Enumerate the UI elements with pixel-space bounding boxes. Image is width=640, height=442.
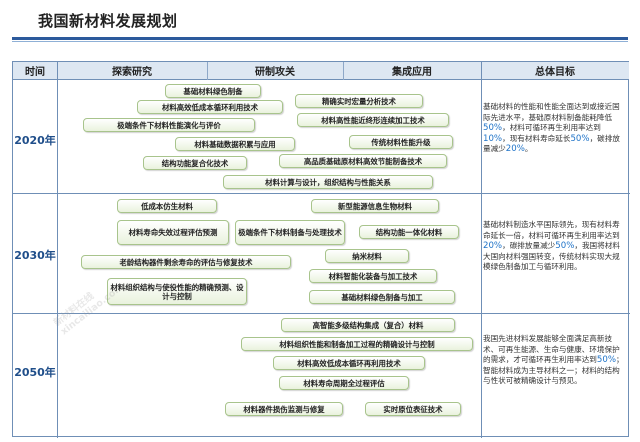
item-box: 材料组织性能和制备加工过程的精确设计与控制 [241,337,473,351]
item-box: 材料高效低成本循环利用技术 [137,100,283,114]
item-box: 材料智能化装备与加工技术 [309,269,437,283]
item-box: 基础材料绿色制备与加工 [309,290,455,304]
goal-percentage: 50% [483,123,503,134]
goal-text-2030: 基础材料制造水平国际领先，现有材料寿命延长一倍，材料可循环再生利用率达到20%，… [483,220,626,273]
item-box: 材料寿命周期全过程评估 [279,376,409,390]
goal-text-segment: ；智能材料成为主导材料之一；材料的结构与性状可被精确设计与预见。 [483,355,624,386]
goal-text-2020: 基础材料的性能和性能全面达到或接近国际先进水平，基础原材料制备能耗降低50%，材… [483,102,626,155]
header-apply: 集成应用 [343,62,481,80]
item-box: 结构功能一体化材料 [359,225,459,239]
goal-percentage: 50% [596,355,617,366]
item-box: 精确实时宏量分析技术 [295,94,423,108]
item-box: 结构功能复合化技术 [143,156,247,170]
goal-percentage: 50% [555,241,575,252]
header-time: 时间 [13,62,57,80]
goal-text-segment: ，材料可循环再生利用率达到 [502,123,601,133]
row-divider [13,313,630,314]
goal-text-segment: 基础材料制造水平国际领先，现有材料寿命延长一倍，材料可循环再生利用率达到 [483,220,620,240]
year-label-2020: 2020年 [14,134,56,147]
item-box: 极端条件下材料性能演化与评价 [83,118,255,132]
header-develop: 研制攻关 [207,62,343,80]
item-box: 低成本仿生材料 [117,199,217,213]
item-box: 传统材料性能升级 [349,135,453,149]
roadmap-table: 时间 探索研究 研制攻关 集成应用 总体目标 2020年 2030年 2050年… [12,61,630,438]
goal-text-segment: ，现有材料寿命延长 [502,133,571,143]
goal-text-segment: ，我国将材料大国向材料强国转变，传统材料实现大规模绿色制备加工与循环利用。 [483,241,620,272]
goal-text-segment: 基础材料的性能和性能全面达到或接近国际先进水平，基础原材料制备能耗降低 [483,102,620,122]
grid-line [481,62,482,438]
year-label-2050: 2050年 [14,366,56,379]
item-box: 材料高性能近终形连续加工技术 [297,113,449,127]
item-box: 材料计算与设计，组织结构与性能关系 [223,175,433,189]
item-box: 材料组织结构与使役性能的精确预测、设计与控制 [107,278,247,305]
title-divider-thin [12,41,628,42]
header-explore: 探索研究 [57,62,207,80]
goal-percentage: 10% [483,133,503,144]
item-box: 老龄结构器件剩余寿命的评估与修复技术 [81,255,291,269]
item-box: 材料寿命失效过程评估预测 [117,220,229,245]
item-box: 材料高效低成本循环再利用技术 [273,356,425,370]
goal-percentage: 50% [570,133,590,144]
item-box: 纳米材料 [325,249,409,263]
goal-text-segment: ，碳排放量减少 [502,241,556,251]
title-divider [12,37,628,40]
grid-line [343,62,344,80]
header-goal: 总体目标 [481,62,629,80]
page-title: 我国新材料发展规划 [38,12,178,30]
item-box: 新型能源信息生物材料 [311,199,439,213]
grid-line [57,62,58,438]
item-box: 高品质基础原材料高效节能制备技术 [279,154,447,168]
item-box: 极端条件下材料制备与处理技术 [235,220,345,245]
item-box: 材料基础数据积累与应用 [175,137,295,151]
goal-text-segment: 我国先进材料发展能够全面满足高新技术、可再生能源、生命与健康、环境保护的需求，才… [483,334,620,365]
item-box: 实时原位表征技术 [365,402,461,416]
goal-text-segment: ，碳排放量减少 [483,133,620,154]
item-box: 材料器件损伤监测与修复 [225,402,343,416]
goal-text-2050: 我国先进材料发展能够全面满足高新技术、可再生能源、生命与健康、环境保护的需求，才… [483,334,626,387]
goal-text-segment: 。 [524,144,533,154]
goal-percentage: 20% [505,144,525,155]
item-box: 高智能多级结构集成（复合）材料 [281,318,455,332]
year-label-2030: 2030年 [14,249,56,262]
goal-percentage: 20% [483,241,503,252]
row-divider [13,193,630,194]
item-box: 基础材料绿色制备 [165,84,261,98]
grid-line [207,62,208,80]
